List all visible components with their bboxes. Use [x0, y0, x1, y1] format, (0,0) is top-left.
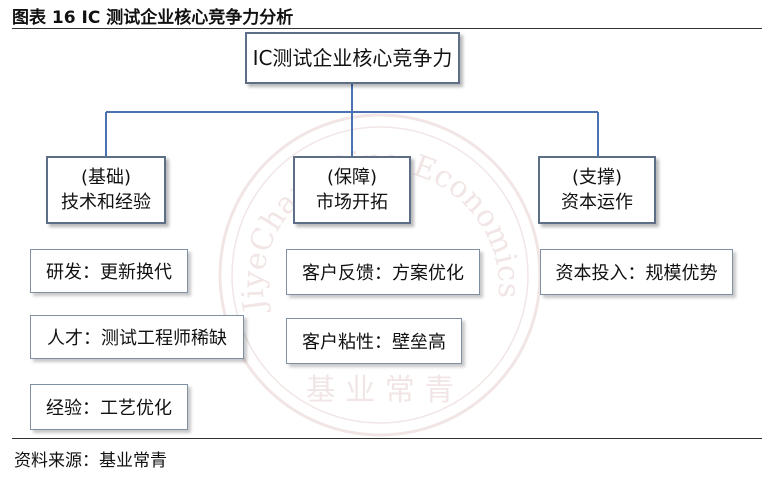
pillar-foundation-line1: (基础) [80, 167, 132, 188]
item-customer-stickiness: 客户粘性：壁垒高 [286, 318, 462, 364]
pillar-capital-line1: (支撑) [571, 167, 623, 188]
item-talent-shortage: 人才：测试工程师稀缺 [30, 315, 244, 359]
item-experience-process: 经验：工艺优化 [30, 384, 188, 430]
pillar-market: (保障) 市场开拓 [293, 156, 411, 224]
pillar-foundation-line2: 技术和经验 [61, 192, 151, 213]
root-label: IC测试企业核心竞争力 [252, 45, 453, 70]
top-rule [12, 28, 762, 29]
source-note: 资料来源：基业常青 [14, 451, 167, 471]
bottom-rule [12, 438, 762, 439]
pillar-market-line2: 市场开拓 [316, 192, 388, 213]
item-rd-update: 研发：更新换代 [30, 249, 188, 293]
root-node: IC测试企业核心竞争力 [245, 32, 460, 84]
pillar-capital: (支撑) 资本运作 [538, 156, 656, 224]
pillar-foundation: (基础) 技术和经验 [46, 156, 166, 224]
item-customer-feedback: 客户反馈：方案优化 [286, 249, 480, 295]
figure-title: 图表 16 IC 测试企业核心竞争力分析 [12, 8, 294, 28]
pillar-capital-line2: 资本运作 [561, 192, 633, 213]
pillar-market-line1: (保障) [326, 167, 378, 188]
item-capital-investment: 资本投入：规模优势 [540, 249, 733, 295]
